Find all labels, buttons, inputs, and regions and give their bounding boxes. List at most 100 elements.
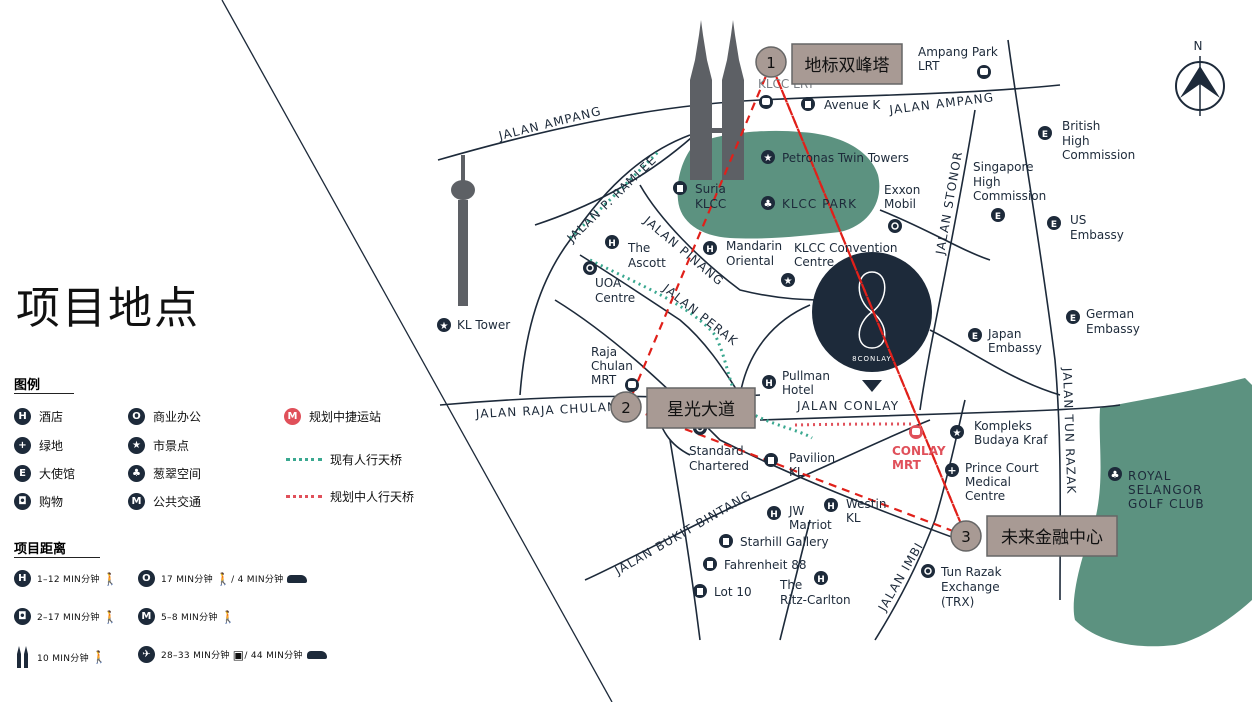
embassy-icon: E [1066, 310, 1080, 324]
embassy-icon: E [1047, 216, 1061, 230]
planned-station-icon: M [284, 408, 301, 425]
callout-number: 3 [961, 528, 971, 546]
legend-item-planned-station: M 规划中捷运站 [284, 408, 381, 425]
place-label: KL Tower [457, 318, 510, 332]
road-label-raja-chulan: JALAN RAJA CHULAN [474, 400, 617, 421]
shopping-icon [693, 584, 707, 598]
attraction-icon: ★ [950, 425, 964, 439]
place-label: Suria [695, 182, 726, 196]
map-poi-icons: ★ ♣ H H ★ ★ H ★ + H H H E E E E E ♣ [437, 65, 1122, 598]
petronas-towers-icon [690, 20, 744, 180]
place-label: Japan [987, 327, 1021, 341]
hotel-icon: H [14, 408, 31, 425]
place-label: Ascott [628, 256, 666, 270]
distance-text: 28–33 MIN分钟 [161, 651, 230, 661]
legend-label: 规划中人行天桥 [330, 490, 415, 504]
shopping-icon: ◘ [14, 608, 31, 625]
place-label: Mobil [884, 197, 916, 211]
svg-text:E: E [995, 212, 1001, 222]
legend-label: 葱翠空间 [153, 467, 202, 481]
place-label: JW [788, 504, 805, 518]
legend-item-shopping: ◘购物 [14, 493, 63, 510]
place-label: Ampang Park [918, 45, 998, 59]
place-label: Starhill Gallery [740, 535, 829, 549]
svg-text:E: E [1070, 314, 1076, 324]
walk-icon: 🚶 [102, 609, 118, 624]
office-icon [583, 261, 597, 275]
office-icon [888, 219, 902, 233]
road-label-imbi: JALAN IMBI [875, 540, 926, 615]
place-label: Embassy [1086, 322, 1140, 336]
green-icon: + [945, 463, 959, 477]
embassy-icon: E [1038, 126, 1052, 140]
callout-1[interactable]: 1 地标双峰塔 [755, 43, 903, 85]
svg-text:H: H [765, 379, 773, 389]
road-label-stonor: JALAN STONOR [933, 150, 965, 257]
legend-item-attraction: ★市景点 [128, 437, 189, 454]
site-label: 8CONLAY [852, 355, 892, 363]
svg-text:H: H [770, 510, 778, 520]
svg-text:E: E [1042, 130, 1048, 140]
twin-towers-icon [17, 646, 28, 668]
callout-2[interactable]: 2 星光大道 [610, 387, 756, 429]
attraction-icon: ★ [437, 318, 451, 332]
svg-text:★: ★ [440, 321, 449, 332]
place-label: Oriental [726, 254, 774, 268]
svg-text:H: H [827, 502, 835, 512]
place-label: Commission [1062, 148, 1135, 162]
callout-3[interactable]: 3 未来金融中心 [950, 515, 1118, 557]
place-label: Medical [965, 475, 1011, 489]
shopping-icon [673, 181, 687, 195]
place-label: Prince Court [965, 461, 1039, 475]
divider-line [221, 0, 613, 702]
svg-text:♣: ♣ [1111, 470, 1120, 481]
place-label: German [1086, 307, 1134, 321]
svg-text:★: ★ [764, 153, 773, 164]
distance-item-shopping: ◘2–17 MIN分钟🚶 [14, 608, 118, 625]
page-title: 项目地点 [16, 283, 200, 334]
place-label: Chulan [591, 359, 633, 373]
shopping-icon [764, 453, 778, 467]
legend-item-green-space: ♣ 葱翠空间 [128, 465, 201, 482]
svg-text:★: ★ [784, 276, 793, 287]
legend-label: 购物 [39, 495, 64, 509]
car-icon [306, 650, 327, 659]
place-label: The [779, 578, 802, 592]
road-label-ramlee: JALAN P. RAMLEE [564, 153, 660, 246]
place-label: Westin [846, 497, 886, 511]
legend-label: 公共交通 [153, 495, 202, 509]
place-label: Pavilion [789, 451, 835, 465]
place-label: (TRX) [941, 595, 974, 609]
place-label: Centre [794, 255, 834, 269]
distance-text: 10 MIN分钟 [37, 653, 89, 664]
place-label: UOA [595, 276, 622, 290]
green-space-icon: ♣ [1108, 467, 1122, 481]
distance-item-airport: ✈28–33 MIN分钟▣/ 44 MIN分钟 [138, 646, 327, 663]
legend-item-planned-walkway: 规划中人行天桥 [286, 488, 414, 505]
transit-icon: M [138, 608, 155, 625]
walk-icon: 🚶 [102, 571, 118, 586]
place-label: CONLAY [892, 444, 946, 458]
shopping-icon [703, 557, 717, 571]
legend-label: 规划中捷运站 [309, 410, 382, 424]
svg-text:H: H [608, 239, 616, 249]
attraction-icon: ★ [128, 437, 145, 454]
place-label: Exxon [884, 183, 920, 197]
place-label: GOLF CLUB [1128, 497, 1205, 511]
compass-icon: N [1175, 39, 1225, 116]
svg-text:♣: ♣ [764, 199, 773, 210]
place-label: Petronas Twin Towers [782, 151, 909, 165]
place-labels: Ampang Park LRT KLCC LRT Avenue K Petron… [457, 45, 1205, 609]
legend-label: 绿地 [39, 439, 64, 453]
office-icon [921, 564, 935, 578]
svg-text:+: + [947, 464, 956, 477]
planned-walkway-line [286, 495, 322, 498]
place-label: SELANGOR [1128, 483, 1202, 497]
transit-icon [759, 95, 773, 109]
green-space-icon: ♣ [128, 465, 145, 482]
svg-text:H: H [706, 245, 714, 255]
